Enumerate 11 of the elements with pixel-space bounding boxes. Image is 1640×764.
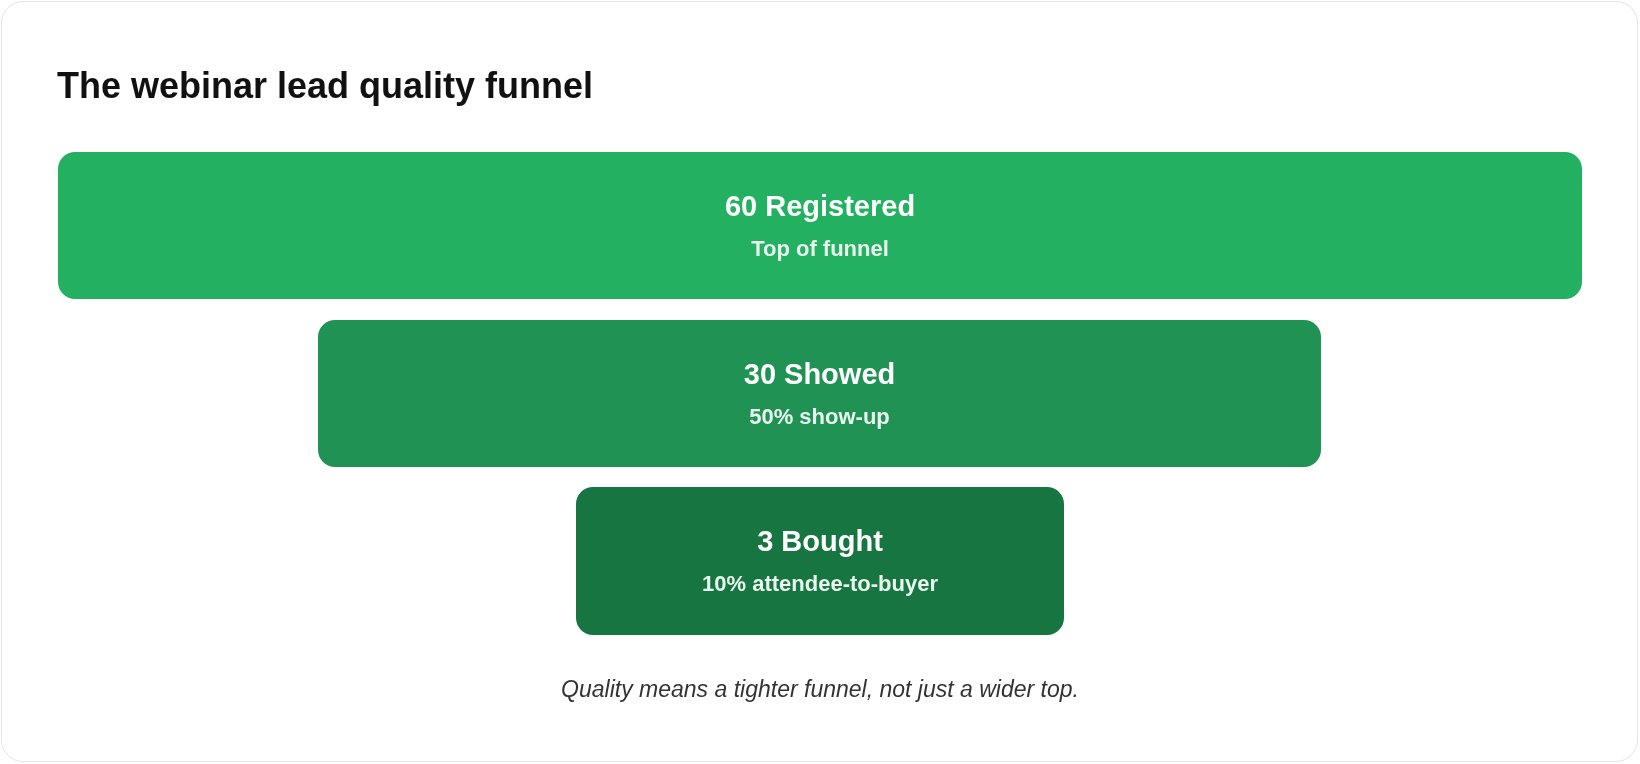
stage-rate: Top of funnel: [751, 235, 889, 263]
funnel-stage-bar: [58, 152, 1582, 299]
funnel-stage-bar: [318, 320, 1321, 467]
funnel-stage-bar: [576, 487, 1064, 635]
stage-count: 60 Registered: [724, 188, 916, 224]
stage-count: 3 Bought: [757, 524, 883, 560]
stage-count: 30 Showed: [743, 356, 896, 392]
stage-rate: 10% attendee-to-buyer: [702, 571, 938, 598]
caption-text: Quality means a tighter funnel, not just a wider top.: [561, 676, 1079, 702]
diagram-title: The webinar lead quality funnel: [57, 64, 594, 108]
stage-rate: 50% show-up: [749, 403, 890, 431]
